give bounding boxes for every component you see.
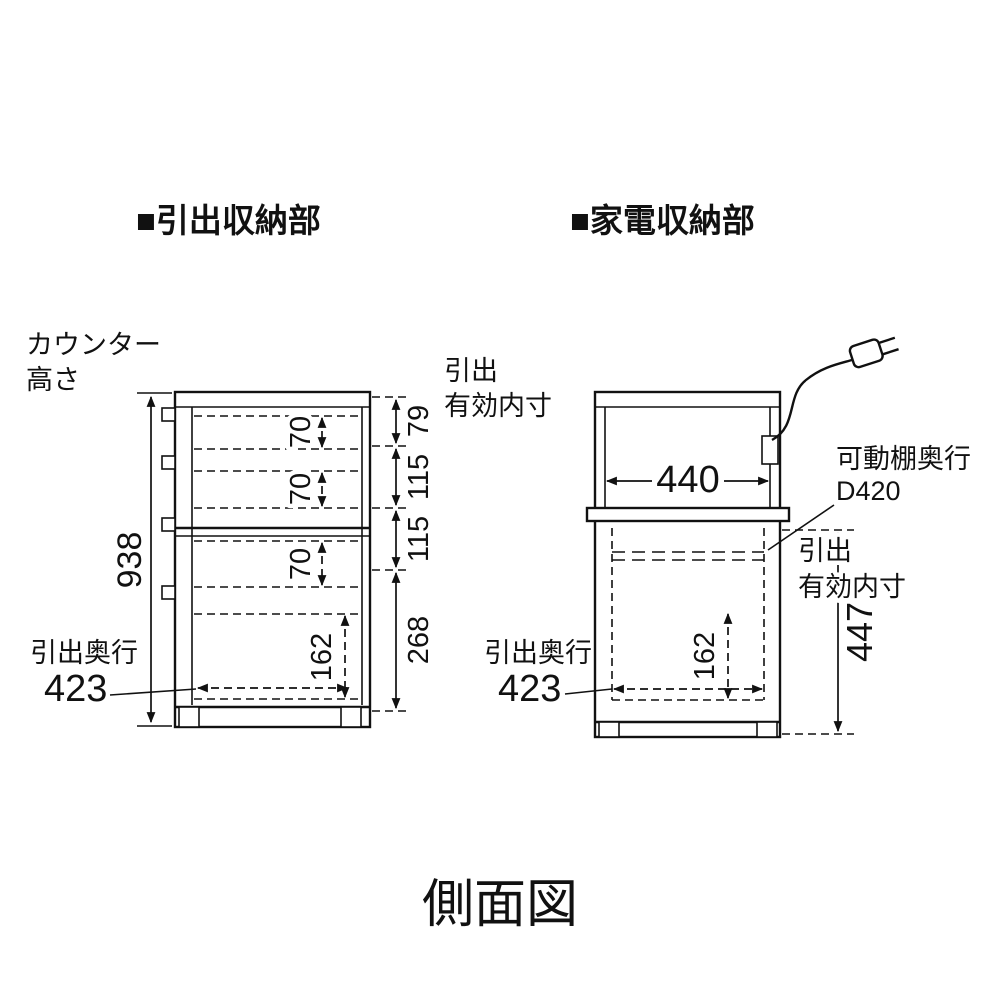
left-effective-label-line2: 有効内寸 — [444, 391, 552, 421]
right-unit-title: ■家電収納部 — [570, 202, 755, 239]
movable-shelf: 可動棚奥行 D420 — [612, 440, 976, 561]
dim-effective-height-447: 447 — [782, 529, 885, 735]
right-unit-diagram: ■家電収納部 440 — [484, 202, 976, 739]
right-drawer-depth-dim: 引出奥行 423 — [484, 638, 764, 710]
dim-opening-width-value: 440 — [656, 459, 719, 501]
right-effective-label-line1: 引出 — [798, 536, 852, 566]
dim-drawer4-height: 162 — [306, 633, 338, 681]
dim-total-height-938: 938 — [111, 392, 172, 727]
dim-effective-2: 115 — [403, 454, 435, 500]
right-drawer-depth-value: 423 — [498, 668, 561, 710]
power-cord — [771, 358, 853, 442]
left-drawer-depth-dim: 引出奥行 423 — [30, 638, 349, 710]
right-effective-label-line2: 有効内寸 — [798, 572, 906, 602]
cord-outlet-hole — [761, 435, 779, 465]
right-cabinet-outline — [585, 390, 791, 739]
shelf-depth-label-line2: D420 — [836, 476, 901, 506]
diagram-caption: 側面図 — [422, 876, 578, 934]
left-drawer-depth-value: 423 — [44, 668, 107, 710]
dim-effective-height-value: 447 — [839, 602, 880, 662]
power-plug-icon — [771, 336, 899, 442]
right-drawer-depth-label: 引出奥行 — [484, 638, 592, 668]
counter-height-label-line2: 高さ — [26, 365, 80, 395]
dim-opening-width: 440 — [605, 459, 770, 501]
drawer-handles — [161, 407, 176, 600]
dim-drawer3-height: 70 — [285, 548, 317, 580]
right-inner-height-value: 162 — [689, 632, 721, 680]
left-effective-dims: 79 115 115 268 — [372, 396, 435, 712]
left-effective-dims-label: 引出 有効内寸 — [444, 356, 552, 421]
right-inner-height-dim: 162 — [685, 612, 733, 700]
counter-height-label-line1: カウンター — [26, 330, 161, 360]
left-inner-dims: 70 70 70 162 — [281, 411, 350, 699]
shelf-depth-label-line1: 可動棚奥行 — [836, 444, 971, 474]
dim-drawer2-height: 70 — [285, 473, 317, 505]
dim-total-height-value: 938 — [111, 532, 149, 589]
left-unit-diagram: ■引出収納部 カウンター 高さ 938 — [26, 202, 552, 729]
left-effective-label-line1: 引出 — [444, 356, 498, 386]
left-drawer-depth-label: 引出奥行 — [30, 638, 138, 668]
right-cabinet-interior-lines — [611, 528, 765, 701]
right-effective-label: 引出 有効内寸 — [794, 532, 911, 607]
dim-effective-4: 268 — [403, 616, 435, 664]
left-cabinet-outline — [173, 390, 372, 729]
counter-height-label: カウンター 高さ — [26, 330, 161, 395]
left-cabinet-interior-lines — [194, 415, 360, 700]
slide-shelf — [585, 506, 791, 523]
left-unit-title: ■引出収納部 — [136, 202, 321, 239]
dim-effective-1: 79 — [403, 405, 435, 437]
dim-effective-3: 115 — [403, 516, 435, 562]
dim-drawer1-height: 70 — [285, 416, 317, 448]
